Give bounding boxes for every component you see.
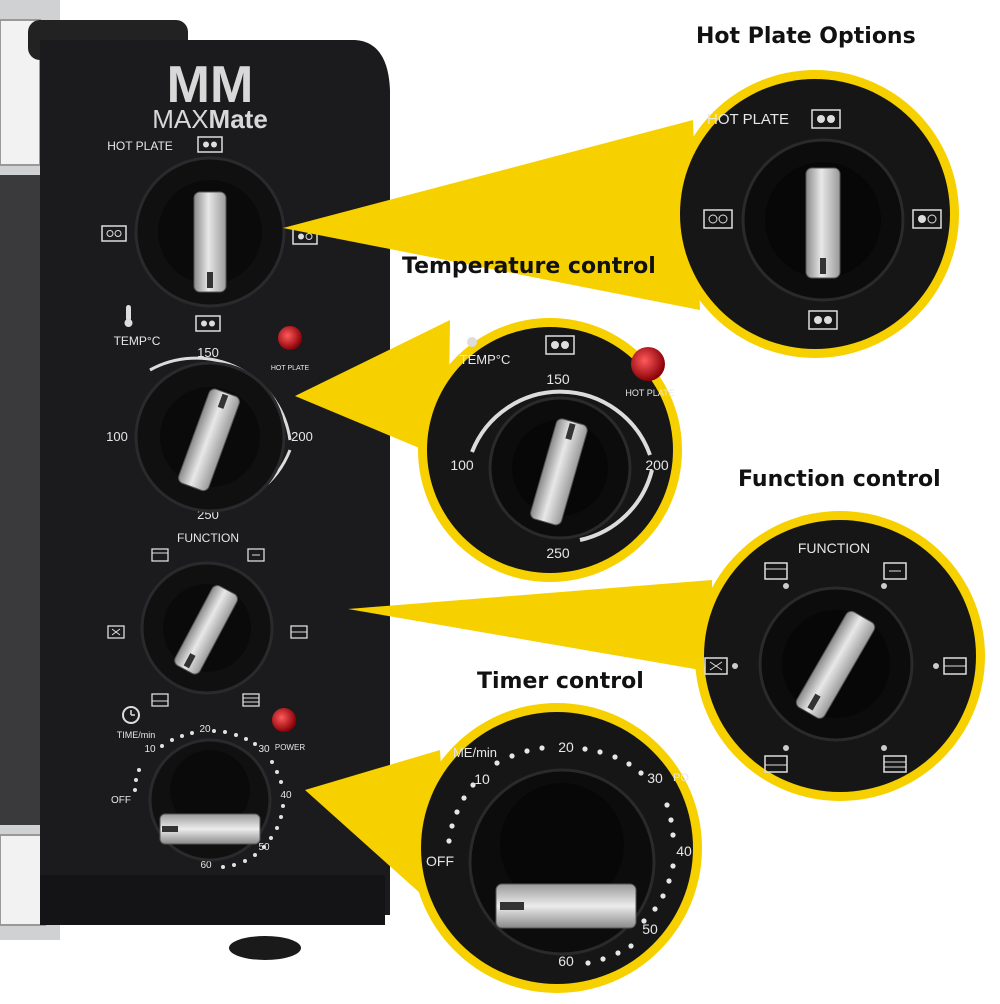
zoom-timer-tick-60: 60 <box>558 953 574 969</box>
zoom-temp-arc-lower <box>579 469 654 542</box>
timer-section: TIME/min POWER OFF 10 20 30 40 50 60 <box>111 706 305 871</box>
temp-tick-200: 200 <box>291 429 313 444</box>
hot-plate-lamp-label: HOT PLATE <box>271 365 310 372</box>
zoom-timer-dot-scale <box>446 745 676 966</box>
svg-text:MM: MM <box>167 56 254 114</box>
power-lamp-label: POWER <box>275 743 305 752</box>
timer-tick-10: 10 <box>144 744 156 755</box>
zoom-function-icon-top-left <box>764 562 789 589</box>
zoom-hot-plate-top-icon <box>811 109 841 129</box>
function-icon-right <box>290 625 308 639</box>
power-indicator-lamp <box>272 708 296 732</box>
timer-tick-30: 30 <box>258 744 270 755</box>
temp-label: TEMP°C <box>114 334 161 348</box>
zoom-timer-knob <box>468 768 656 956</box>
zoom-hot-plate-knob <box>741 138 905 302</box>
temperature-zoom: TEMP°C HOT PLATE 100 150 200 250 <box>418 318 682 582</box>
zoom-time-label: ME/min <box>453 745 497 760</box>
zoom-lamp-label: HOT PLATE <box>625 388 674 398</box>
hot-plate-icon <box>197 136 223 153</box>
zoom-function-icon-bottom-left <box>764 745 789 773</box>
callout-wedges <box>283 120 712 920</box>
timer-callout-title: Timer control <box>477 669 644 694</box>
zoom-function-icon-top-right <box>881 562 907 589</box>
function-zoom: FUNCTION <box>695 511 985 801</box>
timer-dot-scale <box>133 729 285 869</box>
zoom-temp-tick-150: 150 <box>546 371 570 387</box>
zoom-timer-tick-40: 40 <box>676 843 692 859</box>
zoom-temperature-knob <box>488 396 632 540</box>
zoom-power-label-fragment: PO <box>673 772 689 784</box>
zoom-timer-tick-10: 10 <box>474 771 490 787</box>
zoom-function-icon-right <box>933 657 967 675</box>
zoom-function-icon-bottom-right <box>881 745 907 773</box>
zoom-timer-tick-30: 30 <box>647 770 663 786</box>
temperature-callout-title: Temperature control <box>402 254 656 279</box>
hot-plate-section: HOT PLATE <box>101 136 318 308</box>
function-callout-title: Function control <box>738 467 941 492</box>
timer-knob[interactable] <box>148 738 272 862</box>
zoom-function-label: FUNCTION <box>798 540 870 556</box>
function-icon-top-left <box>151 548 169 562</box>
zoom-hot-plate-bottom-icon <box>808 310 838 330</box>
timer-tick-20: 20 <box>199 724 211 735</box>
svg-text:MAXMate: MAXMate <box>152 104 268 134</box>
zoom-thermometer-bulb <box>467 337 477 347</box>
zoom-temp-label: TEMP°C <box>460 352 511 367</box>
zoom-hot-plate-left-icon <box>703 209 733 229</box>
zoom-timer-tick-off: OFF <box>426 853 454 869</box>
time-label: TIME/min <box>117 730 156 740</box>
hot-plate-indicator-lamp <box>278 326 302 350</box>
function-icon-bottom-right <box>242 693 260 707</box>
timer-tick-40: 40 <box>280 790 292 801</box>
hot-plate-zoom: HOT PLATE <box>671 70 959 358</box>
zoom-temp-tick-200: 200 <box>645 457 669 473</box>
clock-icon <box>122 706 140 724</box>
function-section: FUNCTION <box>107 531 308 707</box>
hot-plate-left-icon <box>101 225 127 242</box>
zoom-timer-tick-20: 20 <box>558 739 574 755</box>
timer-tick-50: 50 <box>258 842 270 853</box>
brand-logo: MM MAXMate <box>152 56 268 134</box>
zoom-function-knob <box>758 586 914 742</box>
zoom-temp-hot-plate-icon <box>545 335 575 355</box>
temp-tick-100: 100 <box>106 429 128 444</box>
thermometer-icon <box>124 305 133 327</box>
function-icon-top-right <box>247 548 265 562</box>
zoom-hot-plate-label: HOT PLATE <box>707 111 789 128</box>
temperature-knob[interactable] <box>134 361 286 513</box>
zoom-timer-tick-50: 50 <box>642 921 658 937</box>
temp-tick-150: 150 <box>197 345 219 360</box>
function-icon-left <box>107 625 125 639</box>
zoom-temp-tick-250: 250 <box>546 545 570 561</box>
function-icon-bottom-left <box>151 693 169 707</box>
timer-tick-60: 60 <box>200 860 212 871</box>
timer-zoom: ME/min PO OFF 10 20 30 40 50 60 <box>412 703 702 993</box>
zoom-hot-plate-right-icon <box>912 209 942 229</box>
zoom-function-icon-left <box>704 657 738 675</box>
function-label: FUNCTION <box>177 531 239 545</box>
zoom-hot-plate-lamp <box>631 347 665 381</box>
zoom-temp-tick-100: 100 <box>450 457 474 473</box>
hot-plate-knob[interactable] <box>134 156 286 308</box>
temp-hot-plate-icon <box>195 315 221 332</box>
zoom-temp-arc <box>470 389 652 456</box>
hot-plate-callout-title: Hot Plate Options <box>696 24 916 49</box>
temperature-section: TEMP°C HOT PLATE 100 150 200 250 <box>106 305 313 522</box>
function-knob[interactable] <box>140 561 274 695</box>
hot-plate-label: HOT PLATE <box>107 139 173 153</box>
timer-tick-off: OFF <box>111 795 131 806</box>
